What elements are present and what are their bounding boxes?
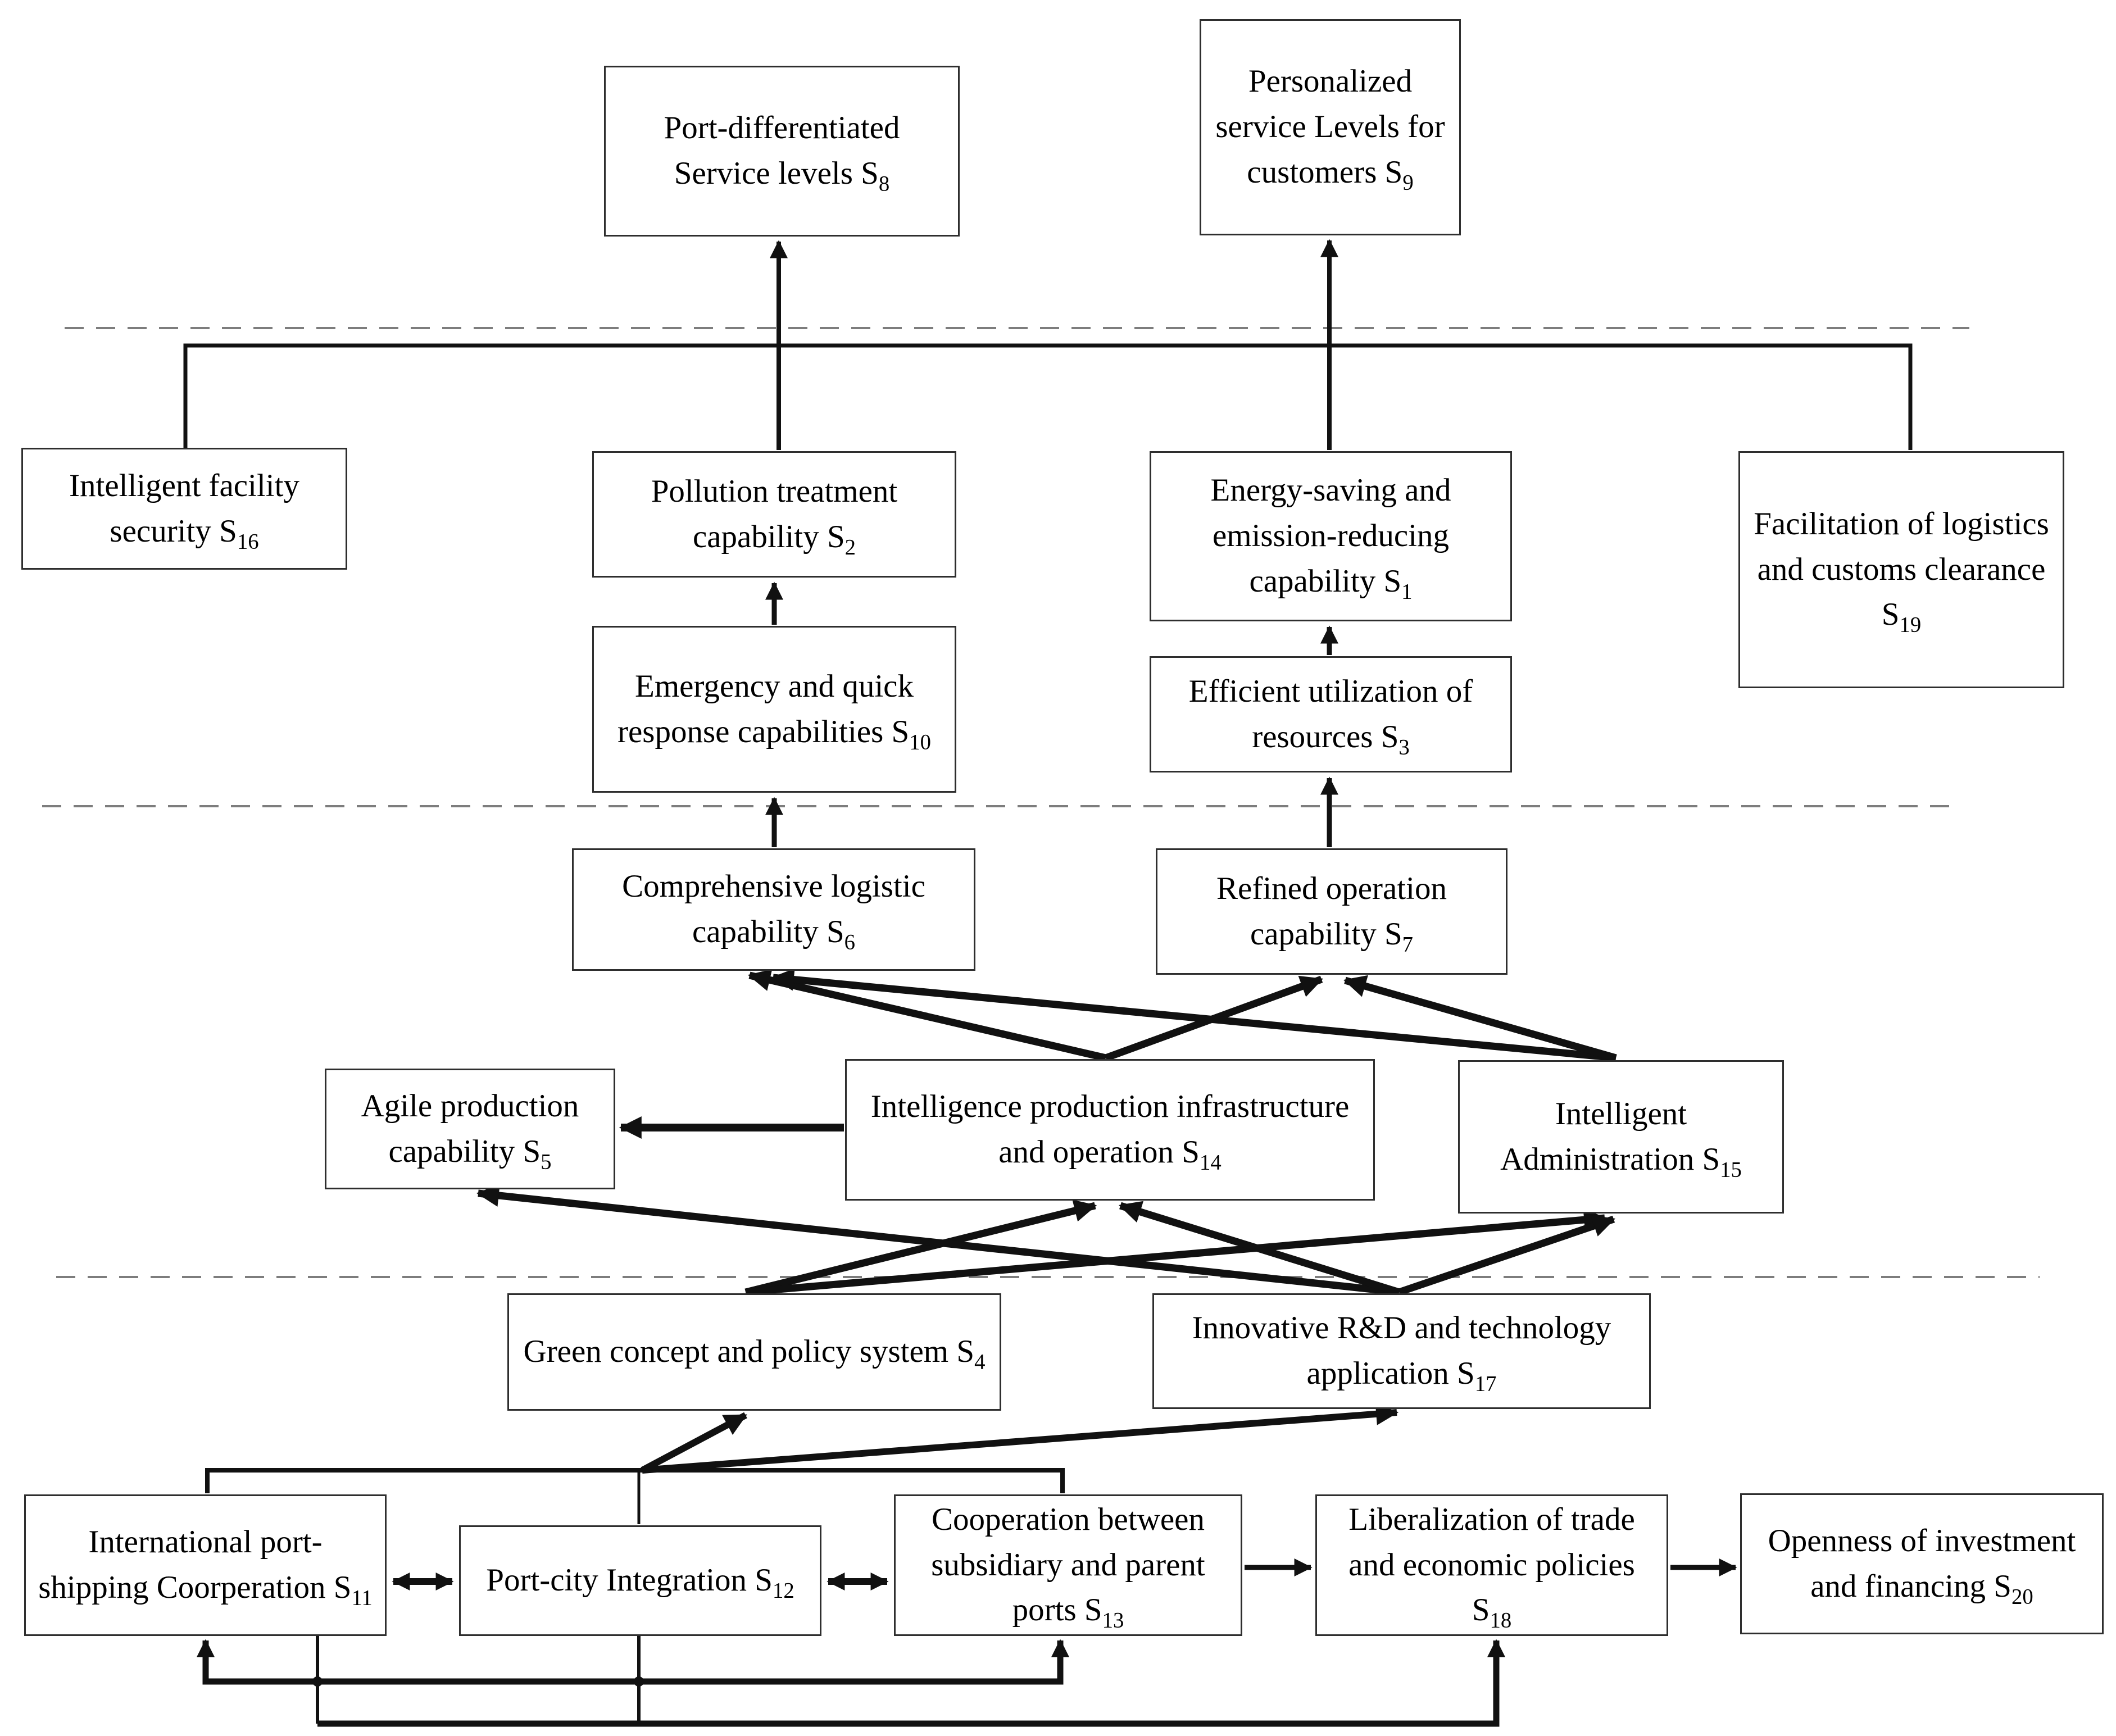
junction-dot-left — [312, 1676, 323, 1687]
node-liberalization-trade-economic: Liberalization of trade and economic pol… — [1315, 1494, 1668, 1636]
node-label: Pollution treatment capability S2 — [651, 473, 898, 559]
arrow-bus-to-s17 — [642, 1402, 1399, 1474]
node-agile-production-capability: Agile production capability S5 — [325, 1069, 615, 1189]
junction-dot-right — [634, 1676, 644, 1687]
node-label: Port-differentiated Service levels S8 — [664, 110, 900, 196]
arrow-s15-to-s7 — [1343, 975, 1617, 1062]
node-label: Innovative R&D and technology applicatio… — [1192, 1310, 1611, 1396]
node-emergency-quick-response: Emergency and quick response capabilitie… — [592, 626, 956, 793]
node-cooperation-subsidiary-parent-ports: Cooperation between subsidiary and paren… — [894, 1494, 1242, 1636]
node-efficient-utilization-resources: Efficient utilization of resources S3 — [1150, 656, 1512, 772]
arrow-s17-to-s15 — [1397, 1215, 1616, 1296]
node-label: Intelligence production infrastructure a… — [870, 1089, 1350, 1175]
node-green-concept-policy-system: Green concept and policy system S4 — [507, 1293, 1001, 1411]
node-facilitation-logistics-customs: Facilitation of logistics and customs cl… — [1738, 451, 2064, 688]
node-pollution-treatment-capability: Pollution treatment capability S2 — [592, 451, 956, 578]
node-label: Intelligent facility security S16 — [69, 467, 299, 553]
node-intelligent-administration: Intelligent Administration S15 — [1458, 1060, 1784, 1214]
node-label: Port-city Integration S12 — [486, 1562, 794, 1603]
top-bus — [183, 343, 1913, 450]
node-label: Intelligent Administration S15 — [1500, 1096, 1742, 1181]
arrow-s17-to-s14 — [1118, 1201, 1400, 1296]
node-innovative-rd-technology: Innovative R&D and technology applicatio… — [1152, 1293, 1651, 1409]
node-label: Agile production capability S5 — [361, 1088, 579, 1174]
node-label: Refined operation capability S7 — [1216, 870, 1447, 956]
node-label: Energy-saving and emission-reducing capa… — [1210, 472, 1451, 604]
node-port-differentiated-service-levels: Port-differentiated Service levels S8 — [604, 66, 960, 237]
arrow-s4-to-s14 — [744, 1199, 1097, 1296]
node-refined-operation-capability: Refined operation capability S7 — [1156, 848, 1507, 975]
node-label: Green concept and policy system S4 — [523, 1334, 986, 1374]
arrow-s14-to-s6 — [747, 969, 1107, 1062]
arrow-bus-to-s4 — [641, 1412, 747, 1474]
feedback-bus-2 — [317, 1639, 1505, 1727]
node-label: Facilitation of logistics and customs cl… — [1754, 506, 2049, 637]
node-intelligent-facility-security: Intelligent facility security S16 — [21, 448, 347, 570]
node-label: Liberalization of trade and economic pol… — [1348, 1501, 1635, 1633]
node-intelligence-production-infrastructure: Intelligence production infrastructure a… — [845, 1059, 1375, 1201]
node-port-city-integration: Port-city Integration S12 — [459, 1525, 821, 1636]
node-label: Personalized service Levels for customer… — [1215, 63, 1445, 195]
arrow-s17-to-s5 — [476, 1184, 1400, 1296]
feedback-bus-1 — [197, 1639, 1069, 1685]
node-international-port-shipping-cooperation: International port-shipping Coorperation… — [24, 1494, 387, 1636]
arrow-s4-to-s15 — [745, 1208, 1607, 1296]
node-comprehensive-logistic-capability: Comprehensive logistic capability S6 — [572, 848, 975, 971]
node-label: International port-shipping Coorperation… — [38, 1524, 373, 1610]
node-label: Efficient utilization of resources S3 — [1188, 673, 1473, 759]
node-personalized-service-levels: Personalized service Levels for customer… — [1200, 19, 1461, 235]
node-label: Cooperation between subsidiary and paren… — [931, 1501, 1205, 1633]
arrow-s15-to-s6 — [771, 968, 1616, 1062]
node-openness-investment-financing: Openness of investment and financing S20 — [1740, 1493, 2104, 1634]
node-energy-saving-emission-reducing: Energy-saving and emission-reducing capa… — [1150, 451, 1512, 621]
node-label: Openness of investment and financing S20 — [1768, 1523, 2076, 1608]
node-label: Emergency and quick response capabilitie… — [617, 668, 931, 754]
bottom-collector-bus — [205, 1468, 1065, 1493]
node-label: Comprehensive logistic capability S6 — [622, 869, 925, 955]
